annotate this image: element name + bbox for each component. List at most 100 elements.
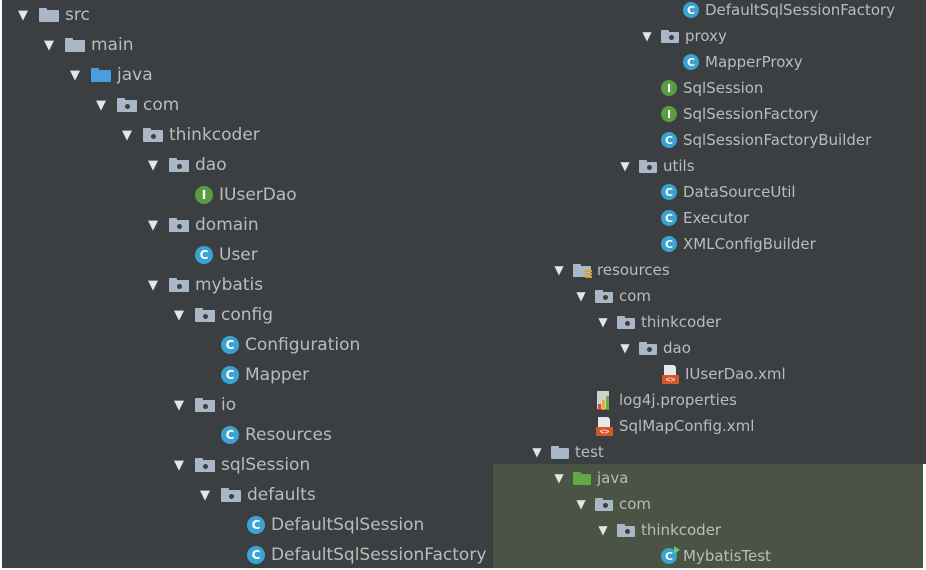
expand-arrow-icon[interactable]: ▼ [70,67,80,83]
properties-file-icon [595,390,613,410]
tree-node-label: java [117,65,153,85]
tree-node-label: IUserDao.xml [685,365,786,383]
tree-node-domain[interactable]: ▼ domain [147,210,259,240]
class-icon: C [661,132,677,148]
expand-arrow-icon[interactable]: ▼ [620,159,630,173]
package-icon [639,341,657,355]
tree-node-log4j-properties[interactable]: log4j.properties [595,387,737,413]
expand-arrow-icon[interactable]: ▼ [148,217,158,233]
expand-arrow-icon[interactable]: ▼ [642,29,652,43]
expand-arrow-icon[interactable]: ▼ [598,523,608,537]
expand-arrow-icon[interactable]: ▼ [174,457,184,473]
tree-node-config[interactable]: ▼config [173,300,273,330]
tree-node-dao[interactable]: ▼dao [619,335,691,361]
expand-arrow-icon[interactable]: ▼ [122,127,132,143]
expand-arrow-icon[interactable]: ▼ [148,277,158,293]
tree-node-label: proxy [685,27,727,45]
project-tree-panel-right [493,0,926,464]
expand-arrow-icon[interactable]: ▼ [620,341,630,355]
tree-node-resources[interactable]: ▼resources [553,257,669,283]
tree-node-iuserdao-xml[interactable]: <>IUserDao.xml [661,361,786,387]
class-icon: C [221,336,239,354]
interface-icon: I [661,80,677,96]
expand-arrow-icon[interactable]: ▼ [148,157,158,173]
package-icon [169,278,189,292]
class-icon: C [661,184,677,200]
tree-node-dao[interactable]: ▼dao [147,150,227,180]
tree-node-utils[interactable]: ▼ utils [619,153,695,179]
expand-arrow-icon[interactable]: ▼ [554,263,564,277]
resources-folder-icon [573,263,592,278]
tree-node-label: com [143,95,180,115]
class-icon: C [247,546,265,564]
tree-node-label: utils [663,157,695,175]
tree-node-com[interactable]: ▼ com [95,90,179,120]
expand-arrow-icon[interactable]: ▼ [554,471,564,485]
test-folder-icon [573,471,591,485]
tree-node-sqlsession[interactable]: ▼sqlSession [173,450,310,480]
tree-node-label: MybatisTest [683,547,771,565]
tree-node-label: IUserDao [219,185,297,205]
expand-arrow-icon[interactable]: ▼ [200,487,210,503]
package-icon [169,158,189,172]
package-icon [195,308,215,322]
tree-node-java[interactable]: ▼ java [69,60,153,90]
tree-node-src[interactable]: ▼src [17,0,90,30]
class-icon: C [247,516,265,534]
tree-node-thinkcoder[interactable]: ▼ thinkcoder [121,120,260,150]
tree-node-label: defaults [247,485,316,505]
tree-node-xmlconfigbuilder[interactable]: C XMLConfigBuilder [661,231,816,257]
expand-arrow-icon[interactable]: ▼ [598,315,608,329]
tree-node-com[interactable]: ▼com [575,491,651,517]
tree-node-defaults[interactable]: ▼ defaults [199,480,316,510]
class-icon: C [195,246,213,264]
tree-node-com[interactable]: ▼com [575,283,651,309]
tree-node-label: log4j.properties [619,391,737,409]
test-class-icon: C [661,546,680,564]
tree-node-sqlmapconfig-xml[interactable]: <>SqlMapConfig.xml [595,413,754,439]
class-icon: C [661,236,677,252]
expand-arrow-icon[interactable]: ▼ [174,397,184,413]
tree-node-label: SqlSessionFactory [683,105,819,123]
expand-arrow-icon[interactable]: ▼ [174,307,184,323]
expand-arrow-icon[interactable]: ▼ [44,37,54,53]
tree-node-label: XMLConfigBuilder [683,235,816,253]
tree-node-label: test [575,443,604,461]
expand-arrow-icon[interactable]: ▼ [96,97,106,113]
package-icon [617,523,635,537]
expand-arrow-icon[interactable]: ▼ [18,7,28,23]
expand-arrow-icon[interactable]: ▼ [532,445,542,459]
tree-node-test[interactable]: ▼ test [531,439,604,465]
tree-node-io[interactable]: ▼io [173,390,236,420]
tree-node-label: Executor [683,209,750,227]
package-icon [617,315,635,329]
expand-arrow-icon[interactable]: ▼ [576,497,586,511]
expand-arrow-icon[interactable]: ▼ [576,289,586,303]
tree-node-thinkcoder[interactable]: ▼thinkcoder [597,309,721,335]
tree-node-mybatis[interactable]: ▼mybatis [147,270,263,300]
tree-node-label: domain [195,215,259,235]
tree-node-java[interactable]: ▼java [553,465,628,491]
tree-node-main[interactable]: ▼main [43,30,133,60]
class-icon: C [221,426,239,444]
tree-node-thinkcoder[interactable]: ▼thinkcoder [597,517,721,543]
tree-node-proxy[interactable]: ▼ proxy [641,23,727,49]
tree-node-label: thinkcoder [169,125,260,145]
selected-subtree-highlight [493,464,923,568]
